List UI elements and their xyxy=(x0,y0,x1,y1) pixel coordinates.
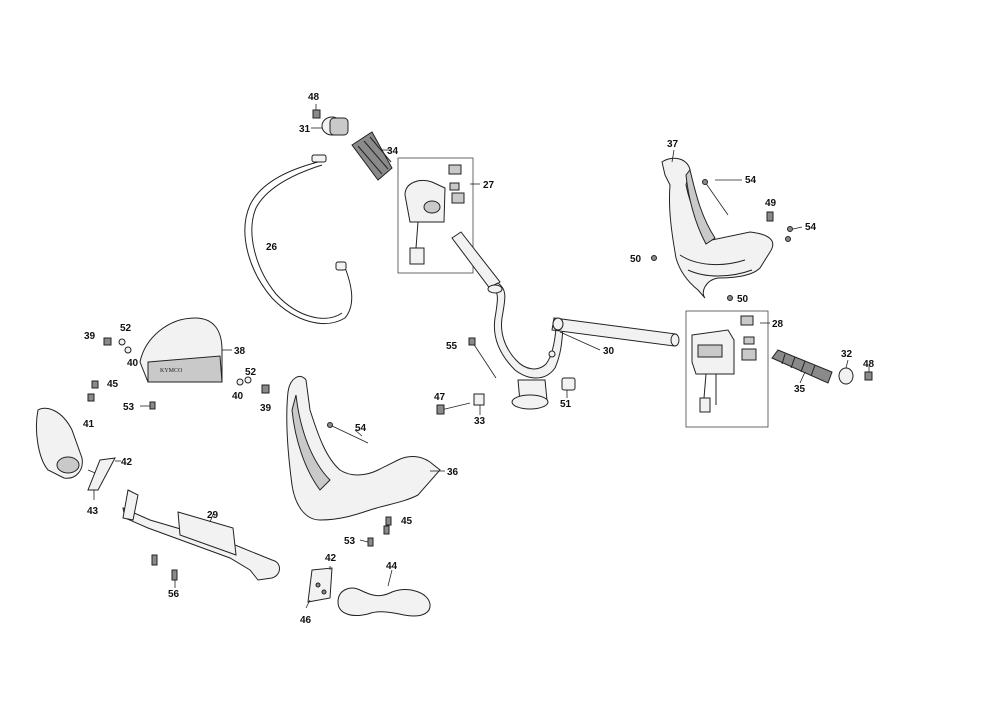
part-mount-bracket-29 xyxy=(122,489,280,581)
part-fasteners-left xyxy=(87,337,270,410)
callout-38: 38 xyxy=(234,346,246,357)
callout-39b: 39 xyxy=(260,403,272,414)
part-screws-56 xyxy=(151,554,178,588)
part-foot-pad-44 xyxy=(337,569,431,617)
part-bolt-47 xyxy=(436,402,471,415)
part-throttle-collar xyxy=(311,116,349,136)
part-screw-right xyxy=(864,366,873,381)
callout-26: 26 xyxy=(266,242,278,253)
callout-50: 50 xyxy=(630,254,642,265)
part-front-cover-38: KYMCO xyxy=(139,317,232,383)
part-screw-55 xyxy=(468,337,497,379)
part-screws-center xyxy=(327,422,392,547)
callout-28: 28 xyxy=(772,319,784,330)
callout-42: 42 xyxy=(121,457,133,468)
part-handlebar xyxy=(451,231,680,410)
callout-50b: 50 xyxy=(737,294,749,305)
part-nut-33 xyxy=(473,393,485,415)
part-cable xyxy=(244,154,353,325)
callout-27: 27 xyxy=(483,180,495,191)
callout-55: 55 xyxy=(446,341,458,352)
callout-51: 51 xyxy=(560,399,572,410)
callout-54b: 54 xyxy=(805,222,817,233)
callout-32: 32 xyxy=(841,349,853,360)
callout-48b: 48 xyxy=(863,359,875,370)
callout-37: 37 xyxy=(667,139,679,150)
callout-52b: 52 xyxy=(245,367,257,378)
part-bar-end xyxy=(838,359,854,385)
callout-43: 43 xyxy=(87,506,99,517)
callout-labels: 26 27 28 29 30 31 32 33 34 35 36 37 38 3… xyxy=(83,92,875,626)
part-switch-right xyxy=(691,315,770,413)
callout-35: 35 xyxy=(794,384,806,395)
callout-47: 47 xyxy=(434,392,446,403)
callout-44: 44 xyxy=(386,561,398,572)
callout-39: 39 xyxy=(84,331,96,342)
callout-45: 45 xyxy=(107,379,119,390)
callout-40b: 40 xyxy=(232,391,244,402)
part-screws-right-cover xyxy=(651,179,803,301)
callout-40: 40 xyxy=(127,358,139,369)
callout-54: 54 xyxy=(745,175,757,186)
switch-box-frame-left xyxy=(397,157,474,274)
brand-logo: KYMCO xyxy=(160,368,183,374)
part-bracket-46 xyxy=(305,566,333,609)
callout-30: 30 xyxy=(603,346,615,357)
part-screw-top xyxy=(312,104,321,119)
part-grip-left xyxy=(351,131,393,181)
part-upper-cover-right xyxy=(661,149,774,299)
callout-52: 52 xyxy=(120,323,132,334)
callout-46: 46 xyxy=(300,615,312,626)
callout-49: 49 xyxy=(765,198,777,209)
callout-41: 41 xyxy=(83,419,95,430)
part-mirror-41 xyxy=(35,407,101,479)
callout-42b: 42 xyxy=(325,553,337,564)
callout-45b: 45 xyxy=(401,516,413,527)
callout-29: 29 xyxy=(207,510,219,521)
callout-54c: 54 xyxy=(355,423,367,434)
callout-48: 48 xyxy=(308,92,320,103)
part-grip-right xyxy=(771,349,833,384)
callout-33: 33 xyxy=(474,416,486,427)
part-inner-cover-36 xyxy=(286,376,445,521)
part-switch-left xyxy=(404,164,480,265)
callout-56: 56 xyxy=(168,589,180,600)
callout-36: 36 xyxy=(447,467,459,478)
callout-31: 31 xyxy=(299,124,311,135)
part-bracket-42-left xyxy=(87,457,121,491)
callout-34: 34 xyxy=(387,146,399,157)
callout-53: 53 xyxy=(123,402,135,413)
part-clamp-51 xyxy=(561,377,576,398)
callout-53b: 53 xyxy=(344,536,356,547)
switch-box-frame-right xyxy=(685,310,769,428)
